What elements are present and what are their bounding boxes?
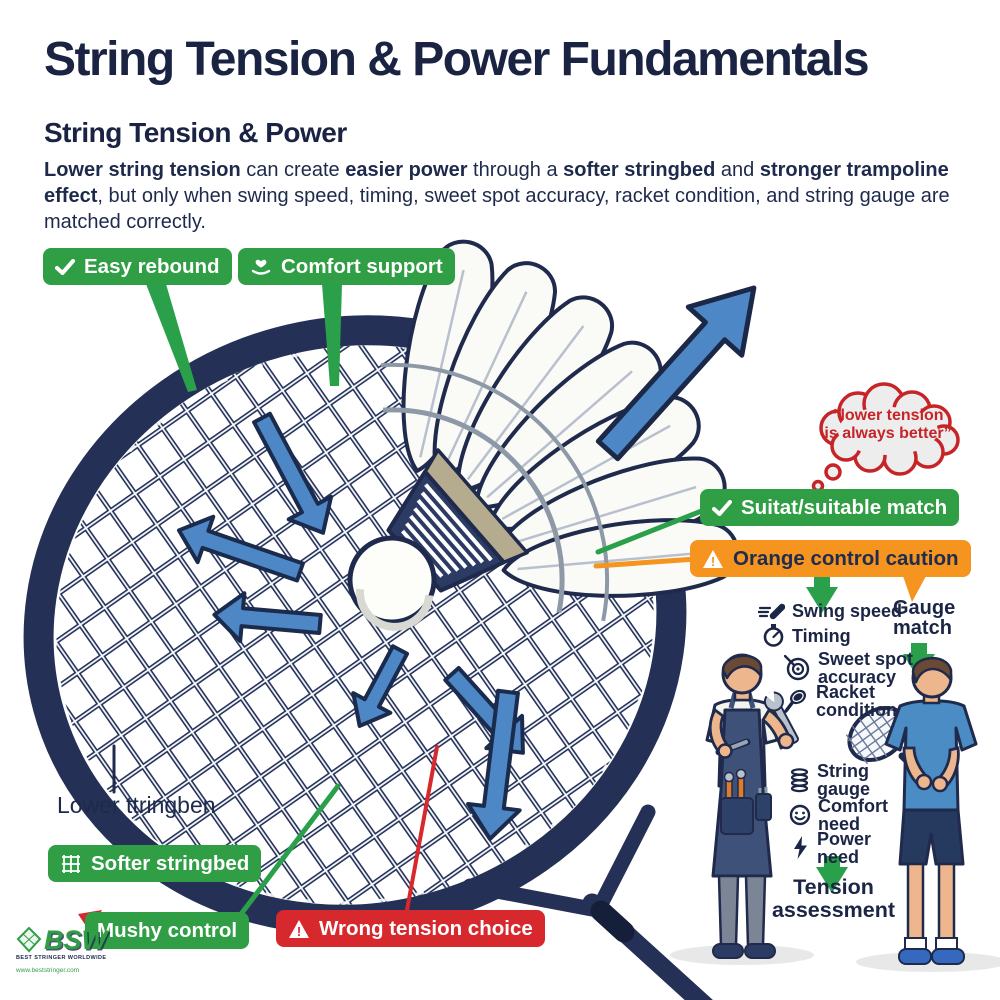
check-icon bbox=[55, 258, 75, 275]
player bbox=[845, 656, 1000, 972]
checklist-label: Swing speed bbox=[792, 601, 903, 621]
callout-orange-caution: ! Orange control caution bbox=[690, 540, 971, 577]
shuttle-diamond-icon bbox=[16, 926, 42, 953]
checklist-label: String gauge bbox=[817, 761, 871, 799]
callout-easy-rebound: Easy rebound bbox=[43, 248, 232, 285]
hand-heart-icon bbox=[251, 259, 271, 275]
intro-segment: , but only when swing speed, timing, swe… bbox=[44, 185, 950, 233]
checklist-label: Timing bbox=[792, 626, 851, 646]
callout-label: Suitat/suitable match bbox=[741, 495, 948, 519]
checklist-item-racket-condition: Racket condition bbox=[784, 683, 897, 719]
callout-lower-stringbed: Lower ttringben bbox=[57, 792, 216, 818]
green-down-arrow bbox=[806, 576, 838, 613]
warning-icon: ! bbox=[703, 549, 723, 569]
connector-lines bbox=[78, 284, 707, 932]
swing-speed-icon bbox=[758, 603, 785, 619]
callout-label: Softer stringbed bbox=[91, 851, 250, 875]
callout-label: Orange control caution bbox=[733, 546, 959, 570]
checklist-item-swing-speed: Swing speed bbox=[758, 602, 902, 620]
page-title: String Tension & Power Fundamentals bbox=[44, 33, 870, 86]
racket-condition-icon bbox=[784, 689, 806, 713]
callout-wrong-tension: ! Wrong tension choice bbox=[276, 910, 545, 947]
checklist-item-comfort-need: Comfort need bbox=[789, 797, 888, 833]
orange-pointer bbox=[903, 576, 926, 602]
power-need-icon bbox=[794, 836, 807, 859]
checklist-label: Racket condition bbox=[816, 682, 897, 720]
intro-segment: easier power bbox=[345, 159, 468, 181]
checklist-label: Power need bbox=[817, 829, 872, 867]
rebound-arrows bbox=[176, 411, 525, 841]
intro-segment: and bbox=[715, 159, 760, 181]
callout-label: Easy rebound bbox=[84, 254, 220, 278]
section-subtitle: String Tension & Power bbox=[44, 117, 347, 148]
warning-icon: ! bbox=[289, 919, 309, 939]
logo-url: www.beststringer.com bbox=[16, 967, 80, 974]
intro-segment: can create bbox=[240, 159, 346, 181]
racket-shaft bbox=[462, 804, 713, 1000]
logo-name: BSW bbox=[44, 924, 107, 955]
comfort-support-tail bbox=[322, 284, 342, 386]
callout-label: Wrong tension choice bbox=[319, 916, 533, 940]
power-arrow bbox=[595, 285, 757, 462]
checklist-item-timing: Timing bbox=[763, 624, 851, 648]
logo-tagline: BEST STRINGER WORLDWIDE bbox=[16, 955, 107, 961]
callout-label: Comfort support bbox=[281, 254, 443, 278]
stringer-technician bbox=[670, 653, 814, 965]
checklist-label: Sweet spot accuracy bbox=[818, 649, 914, 687]
comfort-need-icon bbox=[789, 804, 811, 826]
checklist-label: Comfort need bbox=[818, 796, 888, 834]
callout-mushy-control: Mushy control bbox=[85, 912, 250, 949]
svg-text:!: ! bbox=[297, 924, 301, 939]
sweet-spot-icon bbox=[784, 654, 810, 680]
tension-assessment-label: Tension assessment bbox=[771, 875, 896, 922]
callout-comfort-support: Comfort support bbox=[238, 248, 455, 285]
callout-softer-stringbed: Softer stringbed bbox=[48, 845, 262, 882]
callout-label: Mushy control bbox=[97, 918, 238, 942]
string-gauge-icon bbox=[790, 767, 809, 792]
easy-rebound-tail bbox=[146, 284, 197, 392]
checklist-item-power-need: Power need bbox=[791, 830, 871, 866]
intro-segment: through a bbox=[467, 159, 564, 181]
checklist-item-sweet-spot: Sweet spot accuracy bbox=[784, 650, 913, 686]
intro-segment: softer stringbed bbox=[563, 159, 716, 181]
checklist-item-string-gauge: String gauge bbox=[789, 762, 870, 798]
check-icon bbox=[712, 499, 732, 516]
gauge-match-label: Gauge match bbox=[893, 597, 956, 639]
intro-segment: stronger trampoline effect bbox=[44, 159, 949, 207]
intro-segment: Lower string tension bbox=[44, 159, 241, 181]
bsw-logo: BSW BEST STRINGER WORLDWIDE www.beststri… bbox=[16, 926, 136, 974]
thought-bubble-cloud bbox=[811, 382, 960, 493]
green-down-arrow bbox=[816, 856, 848, 893]
timing-icon bbox=[763, 624, 784, 647]
wrench bbox=[763, 690, 799, 744]
net-icon bbox=[62, 854, 80, 873]
svg-text:!: ! bbox=[711, 554, 715, 569]
callout-suitable-match: Suitat/suitable match bbox=[700, 489, 960, 526]
intro-paragraph: Lower string tension can create easier p… bbox=[44, 157, 969, 235]
thought-bubble-text: “lower tension is always better” bbox=[824, 407, 952, 442]
